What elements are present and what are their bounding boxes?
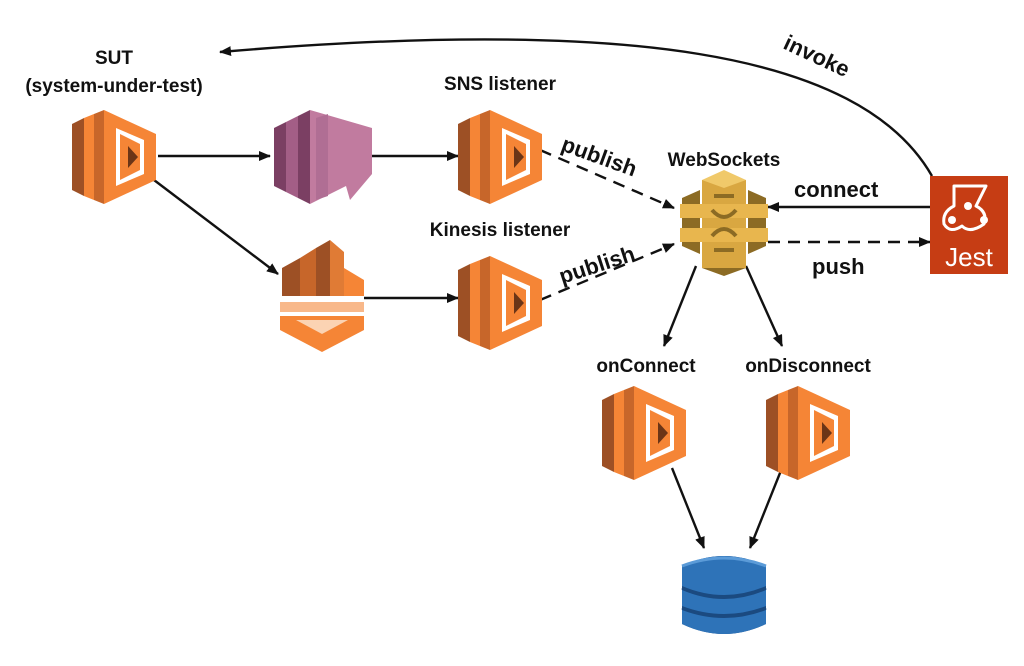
ondisconnect-lambda-icon bbox=[766, 386, 850, 480]
sns-topic-icon bbox=[274, 110, 372, 204]
onconnect-lambda-icon bbox=[602, 386, 686, 480]
dynamodb-table-icon bbox=[680, 554, 768, 636]
kinesis-listener-lambda-icon bbox=[458, 256, 542, 350]
ondisconnect-label: onDisconnect bbox=[745, 356, 871, 377]
edge-sut-to-kinesis bbox=[153, 179, 279, 275]
edge-label-push: push bbox=[812, 254, 865, 279]
edge-sns-listener-publish bbox=[539, 148, 675, 210]
kinesis-listener-label: Kinesis listener bbox=[430, 220, 571, 241]
sns-listener-label: SNS listener bbox=[444, 74, 557, 95]
edge-label-publish-sns: publish bbox=[558, 131, 640, 181]
edge-websockets-to-onconnect bbox=[662, 265, 698, 347]
edge-ondisconnect-to-dynamodb bbox=[748, 467, 784, 549]
sns-listener-lambda-icon bbox=[458, 110, 542, 204]
sut-subtitle-label: (system-under-test) bbox=[25, 76, 202, 97]
edge-kinesis-listener-publish bbox=[539, 242, 675, 302]
edge-websockets-to-ondisconnect bbox=[744, 265, 784, 347]
edge-label-invoke: invoke bbox=[780, 30, 854, 82]
jest-logo-icon: Jest bbox=[930, 176, 1008, 274]
sut-title-label: SUT bbox=[95, 48, 133, 69]
kinesis-stream-icon bbox=[280, 240, 364, 352]
onconnect-label: onConnect bbox=[596, 356, 696, 377]
edge-label-connect: connect bbox=[794, 177, 879, 202]
websockets-label: WebSockets bbox=[668, 150, 781, 171]
edge-jest-invoke-sut bbox=[219, 38, 934, 177]
sut-lambda-icon bbox=[72, 110, 156, 204]
edge-onconnect-to-dynamodb bbox=[670, 467, 706, 549]
jest-logo-text: Jest bbox=[945, 242, 993, 272]
websockets-api-gateway-icon bbox=[680, 170, 768, 276]
edge-label-publish-kinesis: publish bbox=[556, 241, 638, 289]
